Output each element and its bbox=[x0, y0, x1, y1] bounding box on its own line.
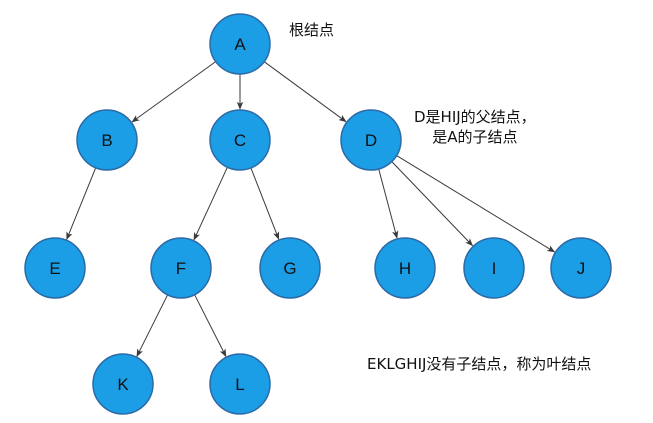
edge-d-j bbox=[396, 155, 556, 253]
node-label: E bbox=[49, 259, 60, 278]
node-f: F bbox=[150, 237, 212, 299]
parent-child-note: D是HIJ的父结点， 是A的子结点 bbox=[414, 107, 536, 147]
node-circle bbox=[209, 353, 271, 415]
node-label: L bbox=[235, 375, 244, 394]
parent-child-note-line1: D是HIJ的父结点， bbox=[414, 108, 536, 126]
parent-child-note-line2: 是A的子结点 bbox=[432, 128, 518, 146]
node-circle bbox=[209, 13, 271, 75]
node-circle bbox=[463, 237, 525, 299]
edges bbox=[66, 61, 556, 358]
node-circle bbox=[259, 237, 321, 299]
edge-a-d bbox=[263, 61, 347, 123]
edge-c-f bbox=[193, 166, 228, 241]
root-node-note: 根结点 bbox=[289, 21, 335, 39]
edge-a-b bbox=[131, 61, 216, 123]
node-b: B bbox=[76, 109, 138, 171]
node-label: D bbox=[365, 131, 377, 150]
node-label: B bbox=[101, 131, 112, 150]
node-i: I bbox=[463, 237, 525, 299]
node-circle bbox=[374, 237, 436, 299]
edge-f-l bbox=[194, 294, 227, 358]
leaf-node-note: EKLGHIJ没有子结点，称为叶结点 bbox=[367, 355, 592, 373]
node-g: G bbox=[259, 237, 321, 299]
node-circle bbox=[76, 109, 138, 171]
node-circle bbox=[340, 109, 402, 171]
edge-f-k bbox=[136, 294, 169, 358]
node-label: G bbox=[283, 259, 296, 278]
node-label: C bbox=[234, 131, 246, 150]
node-circle bbox=[24, 237, 86, 299]
node-label: K bbox=[117, 375, 129, 394]
edge-b-e bbox=[66, 167, 97, 241]
node-c: C bbox=[209, 109, 271, 171]
node-j: J bbox=[550, 237, 612, 299]
node-l: L bbox=[209, 353, 271, 415]
node-circle bbox=[209, 109, 271, 171]
nodes: A B C D E F G H I J K L bbox=[24, 13, 612, 415]
edge-d-h bbox=[378, 168, 399, 239]
node-a: A bbox=[209, 13, 271, 75]
edge-d-i bbox=[391, 161, 474, 247]
node-label: J bbox=[577, 259, 586, 278]
node-d: D bbox=[340, 109, 402, 171]
node-circle bbox=[150, 237, 212, 299]
node-k: K bbox=[92, 353, 154, 415]
node-e: E bbox=[24, 237, 86, 299]
node-circle bbox=[550, 237, 612, 299]
edge-c-g bbox=[250, 167, 280, 240]
node-label: F bbox=[176, 259, 186, 278]
node-h: H bbox=[374, 237, 436, 299]
node-label: I bbox=[492, 259, 497, 278]
node-circle bbox=[92, 353, 154, 415]
node-label: H bbox=[399, 259, 411, 278]
node-label: A bbox=[234, 35, 246, 54]
